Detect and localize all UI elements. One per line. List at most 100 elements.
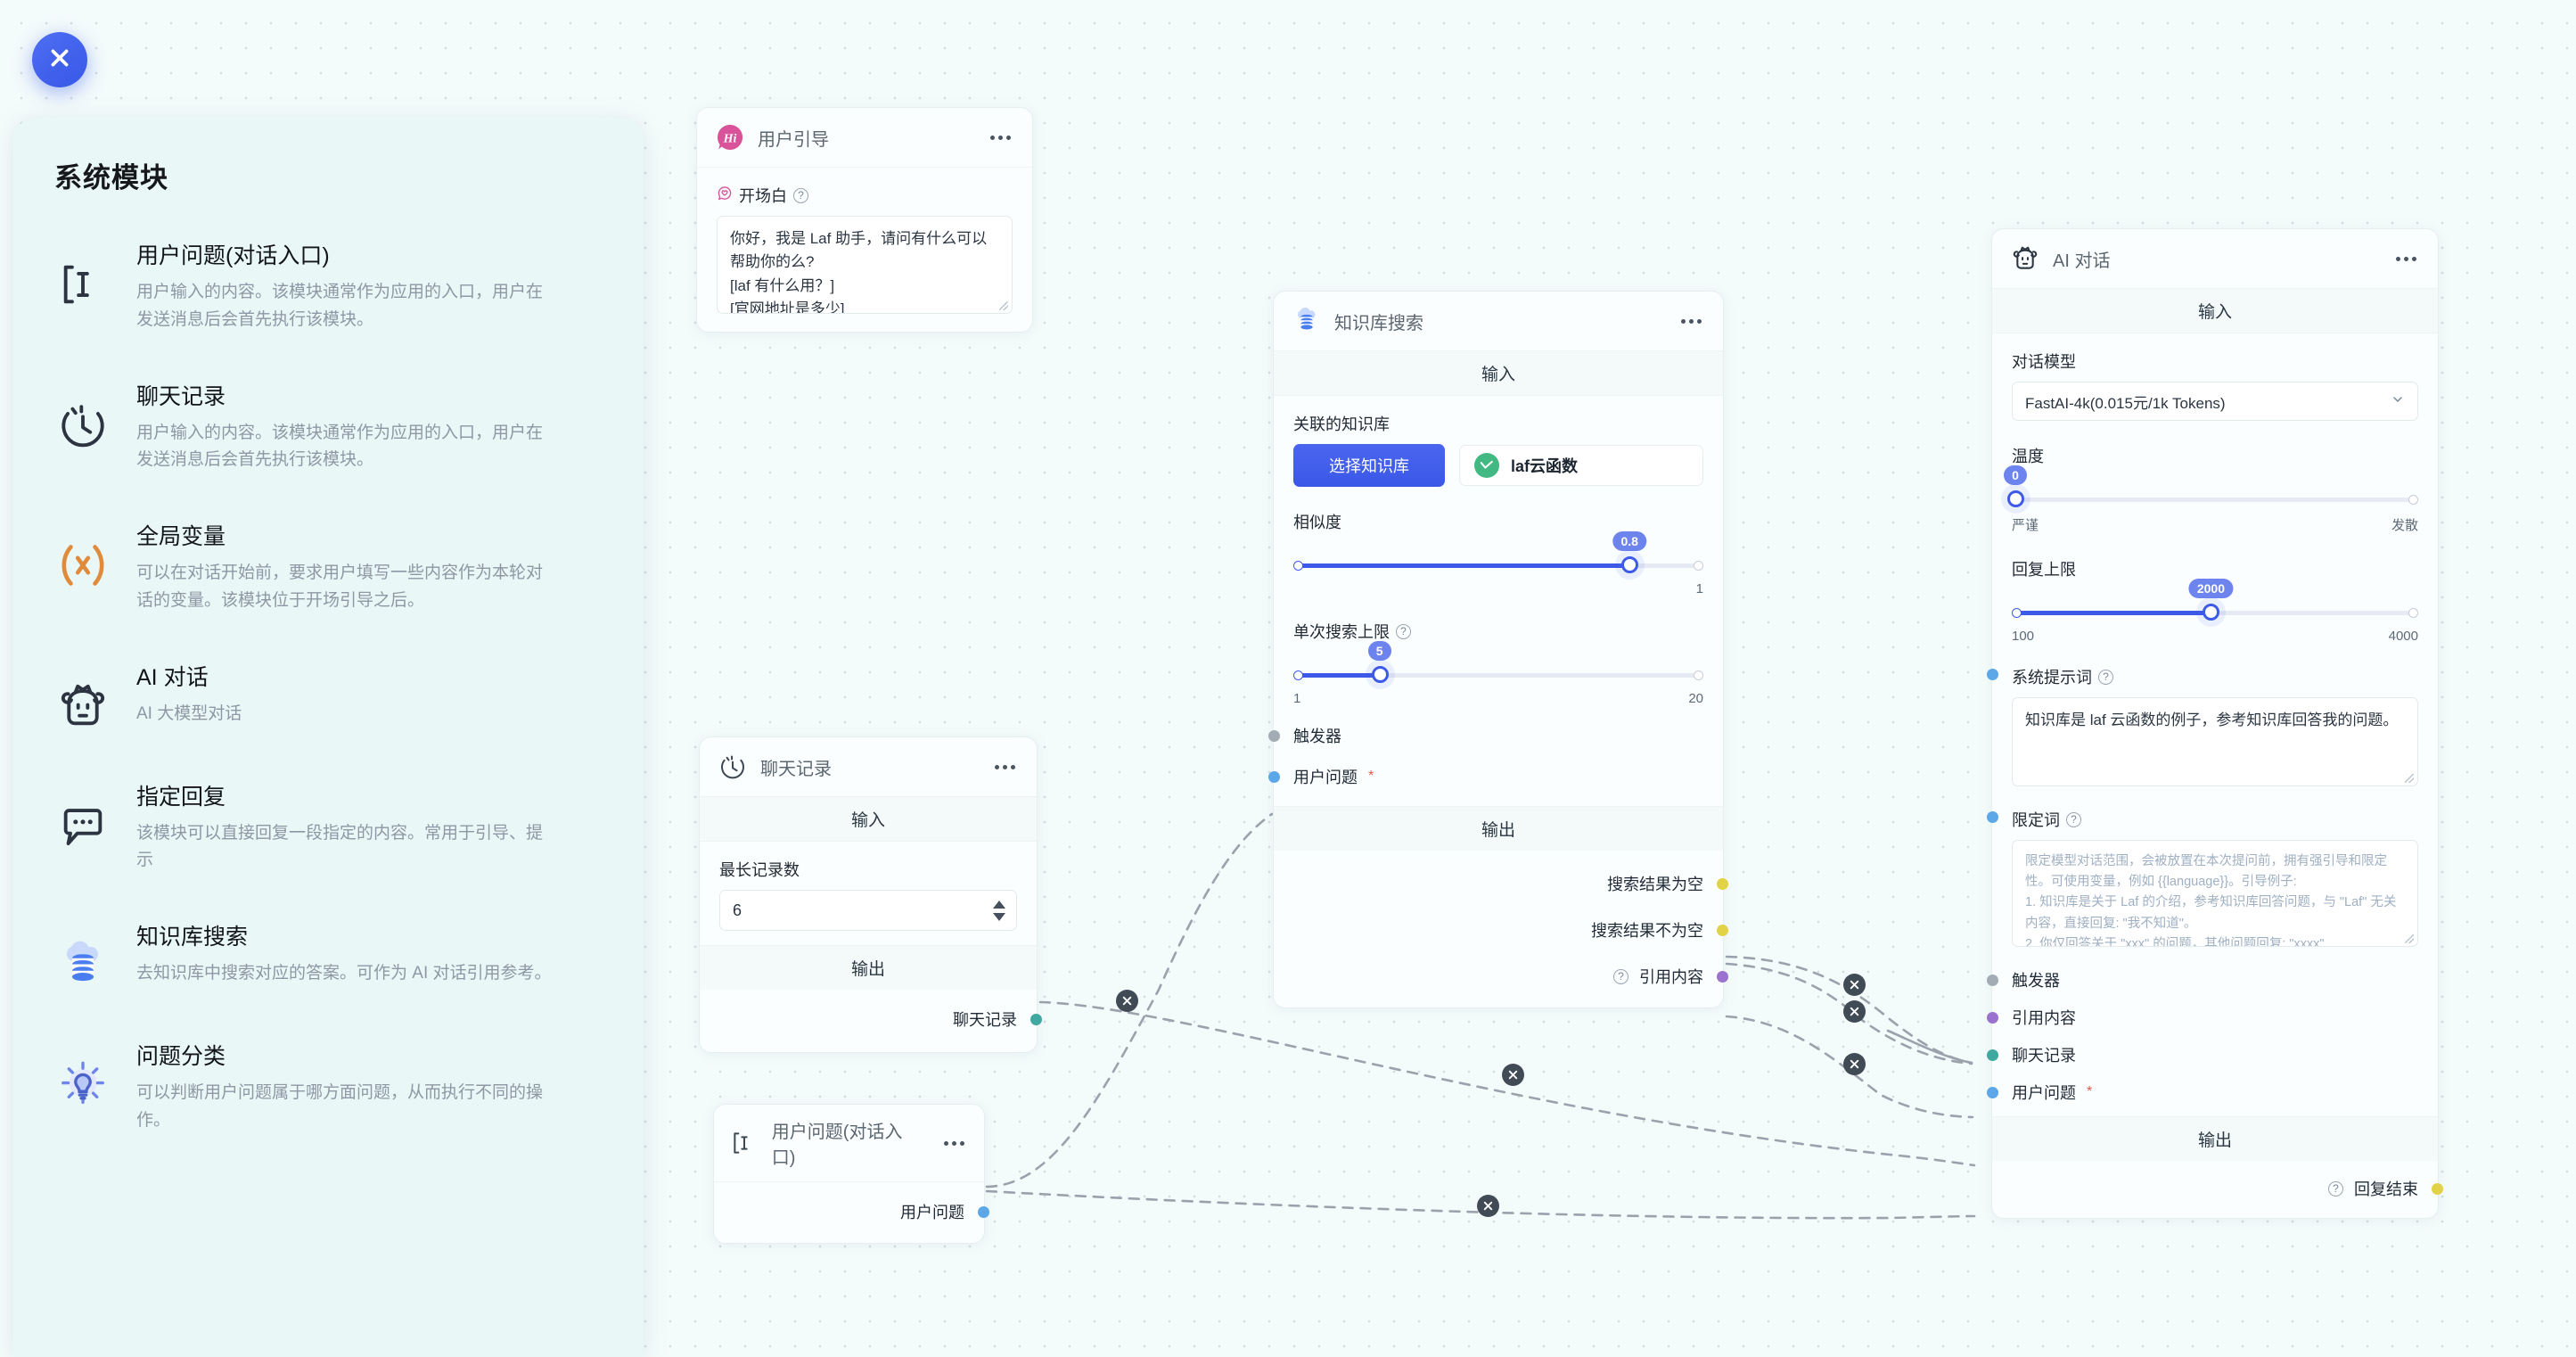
module-name: 聊天记录: [136, 383, 226, 409]
edge-delete-button[interactable]: [1843, 1000, 1866, 1023]
search-limit-slider-handle[interactable]: [1371, 666, 1389, 683]
slider-track: [2015, 498, 2415, 502]
max-records-value: 6: [733, 901, 742, 919]
help-icon[interactable]: ?: [793, 187, 808, 203]
sidebar-item-global-variable[interactable]: 全局变量 可以在对话开始前，要求用户填写一些内容作为本轮对话的变量。该模块位于开…: [54, 517, 603, 615]
connector-dot[interactable]: [1987, 811, 1998, 823]
text-cursor-icon: [730, 1128, 759, 1158]
clock-icon: [54, 397, 111, 454]
help-icon[interactable]: ?: [2328, 1180, 2343, 1197]
more-icon[interactable]: [1678, 316, 1705, 327]
stepper-buttons[interactable]: [993, 900, 1011, 921]
node-header[interactable]: 知识库搜索: [1274, 292, 1723, 351]
sidebar-item-kb-search[interactable]: 知识库搜索 去知识库中搜索对应的答案。可作为 AI 对话引用参考。: [54, 917, 603, 994]
input-band-label: 输入: [700, 797, 1037, 842]
max-tokens-slider-handle[interactable]: [2203, 604, 2220, 621]
input-connector-trigger[interactable]: 触发器: [1268, 724, 1703, 747]
stepper-down-icon[interactable]: [993, 912, 1005, 921]
max-records-stepper[interactable]: 6: [719, 890, 1017, 931]
connector-dot[interactable]: [1987, 1049, 1998, 1061]
system-prompt-input[interactable]: 知识库是 laf 云函数的例子，参考知识库回答我的问题。: [2012, 697, 2418, 786]
similarity-slider[interactable]: 0.8: [1293, 531, 1703, 585]
close-panel-button[interactable]: [32, 32, 87, 87]
edge-delete-button[interactable]: [1477, 1195, 1499, 1217]
node-header[interactable]: AI 对话: [1992, 229, 2438, 289]
input-connector-trigger[interactable]: 触发器: [1987, 968, 2418, 991]
output-connector-user-question[interactable]: 用户问题: [734, 1200, 989, 1223]
connector-dot[interactable]: [1268, 729, 1280, 742]
output-band-label: 输出: [1992, 1116, 2438, 1161]
connector-dot[interactable]: [1987, 1086, 1998, 1098]
input-connector-user-question[interactable]: 用户问题*: [1268, 765, 1703, 788]
edge-delete-button[interactable]: [1843, 974, 1866, 996]
edge-delete-button[interactable]: [1502, 1064, 1524, 1086]
input-connector-quote[interactable]: 引用内容: [1987, 1006, 2418, 1029]
max-tokens-slider[interactable]: 2000: [2012, 579, 2418, 632]
more-icon[interactable]: [991, 761, 1019, 773]
temperature-slider-handle[interactable]: [2007, 490, 2024, 507]
node-ai-chat[interactable]: AI 对话 输入 对话模型 FastAI-4k(0.015元/1k Tokens…: [1987, 228, 2443, 1219]
node-inputs: 触发器 用户问题*: [1268, 724, 1703, 788]
qualifier-input[interactable]: 限定模型对话范围，会被放置在本次提问前，拥有强引导和限定性。可使用变量，例如 {…: [2012, 840, 2418, 947]
sidebar-item-specified-reply[interactable]: 指定回复 该模块可以直接回复一段指定的内容。常用于引导、提示: [54, 777, 603, 876]
opening-text-input[interactable]: 你好，我是 Laf 助手，请问有什么可以帮助你的么? [laf 有什么用？] […: [717, 216, 1013, 314]
more-icon[interactable]: [2392, 253, 2420, 265]
connector-dot[interactable]: [1717, 924, 1728, 936]
kb-chip-laf[interactable]: laf云函数: [1459, 445, 1703, 486]
temperature-slider[interactable]: 0: [2004, 465, 2418, 519]
slider-cap-right: [1694, 561, 1703, 571]
output-connector-empty-result[interactable]: 搜索结果为空: [1293, 872, 1728, 895]
node-user-guide[interactable]: Hi 用户引导 开场白 ? 你好，我是 Laf 助手，请问有什么可以帮助你的么?…: [696, 107, 1033, 333]
module-name: 知识库搜索: [136, 925, 249, 950]
output-connector-quote[interactable]: ? 引用内容: [1293, 965, 1728, 988]
input-connector-chat-history[interactable]: 聊天记录: [1987, 1043, 2418, 1066]
output-connector-reply-end[interactable]: ? 回复结束: [2012, 1177, 2443, 1200]
connector-dot[interactable]: [1987, 974, 1998, 986]
input-connector-user-question[interactable]: 用户问题*: [1987, 1081, 2418, 1104]
more-icon[interactable]: [987, 132, 1014, 144]
help-icon[interactable]: ?: [1613, 968, 1628, 984]
output-connector-nonempty-result[interactable]: 搜索结果不为空: [1293, 918, 1728, 942]
connector-dot[interactable]: [1030, 1013, 1042, 1025]
select-kb-button[interactable]: 选择知识库: [1293, 444, 1445, 487]
help-icon[interactable]: ?: [1396, 623, 1411, 639]
help-icon[interactable]: ?: [2066, 811, 2081, 827]
node-kb-search[interactable]: 知识库搜索 输入 关联的知识库 选择知识库 laf云函数 相似度: [1268, 291, 1728, 1008]
more-icon[interactable]: [940, 1138, 968, 1149]
sidebar-item-user-question[interactable]: 用户问题(对话入口) 用户输入的内容。该模块通常作为应用的入口，用户在发送消息后…: [54, 236, 603, 334]
similarity-slider-handle[interactable]: [1621, 556, 1639, 573]
output-connector-chat-history[interactable]: 聊天记录: [719, 1007, 1042, 1031]
connector-dot[interactable]: [1717, 970, 1728, 983]
node-header[interactable]: 用户问题(对话入口): [714, 1105, 984, 1182]
text-cursor-icon: [54, 256, 111, 313]
slider-track: [1297, 563, 1700, 568]
node-header[interactable]: 聊天记录: [700, 737, 1037, 797]
edge-delete-button[interactable]: [1843, 1053, 1866, 1075]
model-select[interactable]: FastAI-4k(0.015元/1k Tokens): [2012, 382, 2418, 421]
sidebar-item-question-classify[interactable]: 问题分类 可以判断用户问题属于哪方面问题，从而执行不同的操作。: [54, 1037, 603, 1135]
connector-dot[interactable]: [1987, 669, 1998, 680]
connector-label: 用户问题: [1293, 769, 1358, 786]
search-limit-slider[interactable]: 5: [1293, 641, 1703, 695]
node-user-question[interactable]: 用户问题(对话入口) 用户问题: [713, 1104, 989, 1244]
connector-dot[interactable]: [1987, 1011, 1998, 1024]
connector-dot[interactable]: [2432, 1182, 2443, 1195]
edge-delete-button[interactable]: [1116, 990, 1138, 1012]
connector-dot[interactable]: [1268, 770, 1280, 783]
connector-dot[interactable]: [978, 1205, 989, 1218]
sidebar-item-chat-history[interactable]: 聊天记录 用户输入的内容。该模块通常作为应用的入口，用户在发送消息后会首先执行该…: [54, 377, 603, 475]
node-chat-history[interactable]: 聊天记录 输入 最长记录数 6 输出 聊天记录: [699, 736, 1042, 1053]
node-inputs: 触发器 引用内容 聊天记录 用户问题*: [1987, 968, 2418, 1104]
connector-dot[interactable]: [1717, 877, 1728, 890]
connector-label: 引用内容: [2012, 1009, 2076, 1027]
help-icon[interactable]: ?: [2098, 669, 2113, 685]
node-header[interactable]: Hi 用户引导: [697, 108, 1032, 168]
stepper-up-icon[interactable]: [993, 900, 1005, 909]
sidebar-item-ai-chat[interactable]: AI 对话 AI 大模型对话: [54, 658, 603, 735]
robot-icon: [2010, 243, 2040, 274]
field-label-model: 对话模型: [2012, 353, 2076, 371]
svg-text:Hi: Hi: [723, 133, 737, 146]
hi-badge-icon: Hi: [715, 122, 745, 152]
similarity-range-labels: 1: [1293, 581, 1703, 596]
